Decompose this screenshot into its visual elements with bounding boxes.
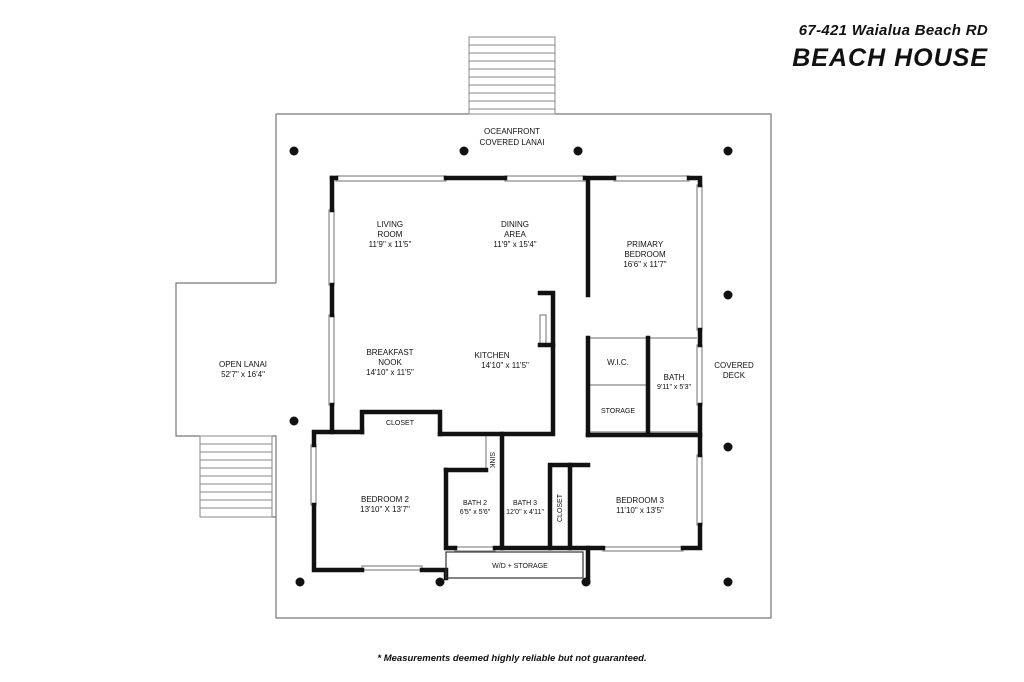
closet-side-label: CLOSET xyxy=(557,493,564,522)
wic-label: W.I.C. xyxy=(607,358,629,367)
bath-label: BATH xyxy=(664,373,685,382)
covered-deck-label-2: DECK xyxy=(723,371,746,380)
open-lanai-dims: 52'7" x 16'4" xyxy=(221,370,265,379)
primary-bedroom-label: PRIMARY xyxy=(627,240,664,249)
breakfast-nook-label-2: NOOK xyxy=(378,358,402,367)
bath2-dims: 6'5" x 5'6" xyxy=(460,509,491,516)
bath3-dims: 12'0" x 4'11" xyxy=(506,509,544,516)
wd-storage-label: W/D + STORAGE xyxy=(492,563,548,570)
property-address: 67-421 Waialua Beach RD xyxy=(798,22,988,39)
living-room-label-2: ROOM xyxy=(378,230,403,239)
primary-bedroom-dims: 16'6" x 11'7" xyxy=(623,260,666,269)
breakfast-nook-label: BREAKFAST xyxy=(366,348,413,357)
page-title: BEACH HOUSE xyxy=(792,44,988,72)
oceanfront-lanai-label-2: COVERED LANAI xyxy=(480,138,545,147)
storage-label: STORAGE xyxy=(601,408,635,415)
sink-label: SINK xyxy=(488,452,495,469)
bedroom2-dims: 13'10" X 13'7" xyxy=(360,505,410,514)
disclaimer: * Measurements deemed highly reliable bu… xyxy=(377,653,647,664)
living-room-label: LIVING xyxy=(377,220,403,229)
stairs-top xyxy=(468,36,556,115)
oceanfront-lanai-label: OCEANFRONT xyxy=(484,127,540,136)
kitchen-dims: 14'10" x 11'5" xyxy=(481,361,529,370)
bedroom3-dims: 11'10" x 13'5" xyxy=(616,506,664,515)
bedroom2-label: BEDROOM 2 xyxy=(361,495,410,504)
primary-bedroom-label-2: BEDROOM xyxy=(624,250,666,259)
bath3-label: BATH 3 xyxy=(513,500,537,507)
breakfast-nook-dims: 14'10" x 11'5" xyxy=(366,368,414,377)
living-room-dims: 11'9" x 11'5" xyxy=(369,240,412,249)
wd-storage-box xyxy=(445,551,584,579)
deck-outline xyxy=(175,113,772,619)
kitchen-label: KITCHEN xyxy=(474,351,509,360)
dining-area-label: DINING xyxy=(501,220,529,229)
dining-area-label-2: AREA xyxy=(504,230,526,239)
bath-dims: 9'11" x 5'3" xyxy=(657,384,691,391)
exterior-walls xyxy=(311,175,703,585)
bath2-label: BATH 2 xyxy=(463,500,487,507)
dining-area-dims: 11'9" x 15'4" xyxy=(493,240,536,249)
closet-top-label: CLOSET xyxy=(386,420,415,427)
bedroom3-label: BEDROOM 3 xyxy=(616,496,665,505)
stairs-left xyxy=(199,435,273,518)
covered-deck-label: COVERED xyxy=(714,361,754,370)
open-lanai-label: OPEN LANAI xyxy=(219,360,267,369)
